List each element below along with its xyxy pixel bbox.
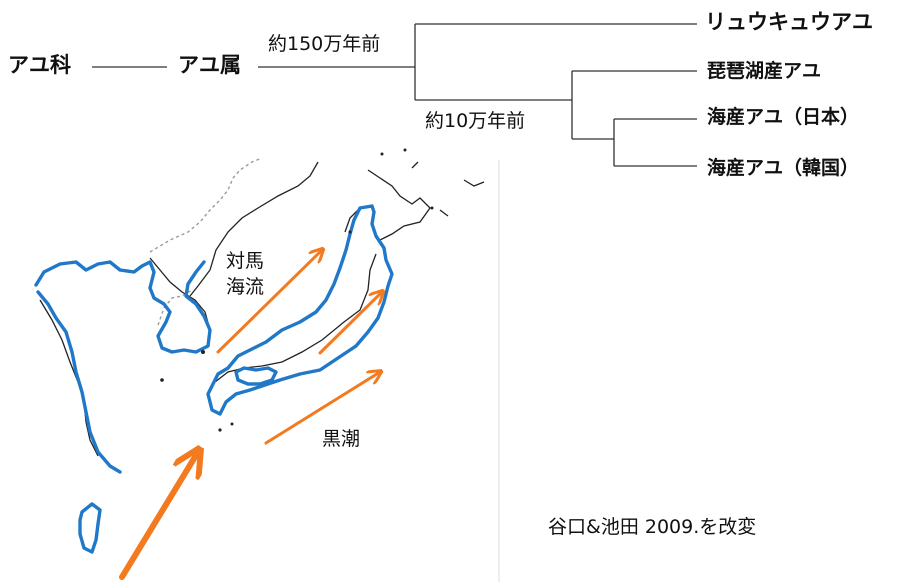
tree-leaf-label: 琵琶湖産アユ (707, 60, 822, 82)
kuroshio-current-arrow-lower (264, 372, 380, 445)
map (34, 148, 500, 582)
tsushima-current-label: 対馬 海流 (226, 248, 264, 300)
tree-leaf-label: リュウキュウアユ (705, 10, 873, 34)
tree-age-label-1: 約150万年前 (268, 33, 381, 55)
source-citation: 谷口&池田 2009.を改変 (548, 516, 757, 538)
tree-leaf-label: 海産アユ（韓国） (707, 157, 860, 179)
ocean-current-arrows (119, 250, 382, 580)
tree-leaf-label: 海産アユ（日本） (707, 106, 860, 128)
kuroshio-current-arrow-upper (318, 292, 382, 355)
phylogenetic-tree (92, 23, 697, 167)
kuroshio-source-arrow (119, 452, 198, 580)
tree-genus-label: アユ属 (178, 53, 241, 77)
tree-root-label: アユ科 (8, 53, 71, 77)
kuroshio-current-label: 黒潮 (322, 428, 361, 450)
coastline-blue (34, 204, 394, 554)
tree-age-label-2: 約10万年前 (425, 110, 526, 132)
tsushima-current-label-line1: 対馬 (226, 250, 265, 272)
tsushima-current-label-line2: 海流 (226, 276, 265, 298)
tsushima-current-arrow (216, 250, 322, 354)
small-islands (160, 148, 434, 432)
